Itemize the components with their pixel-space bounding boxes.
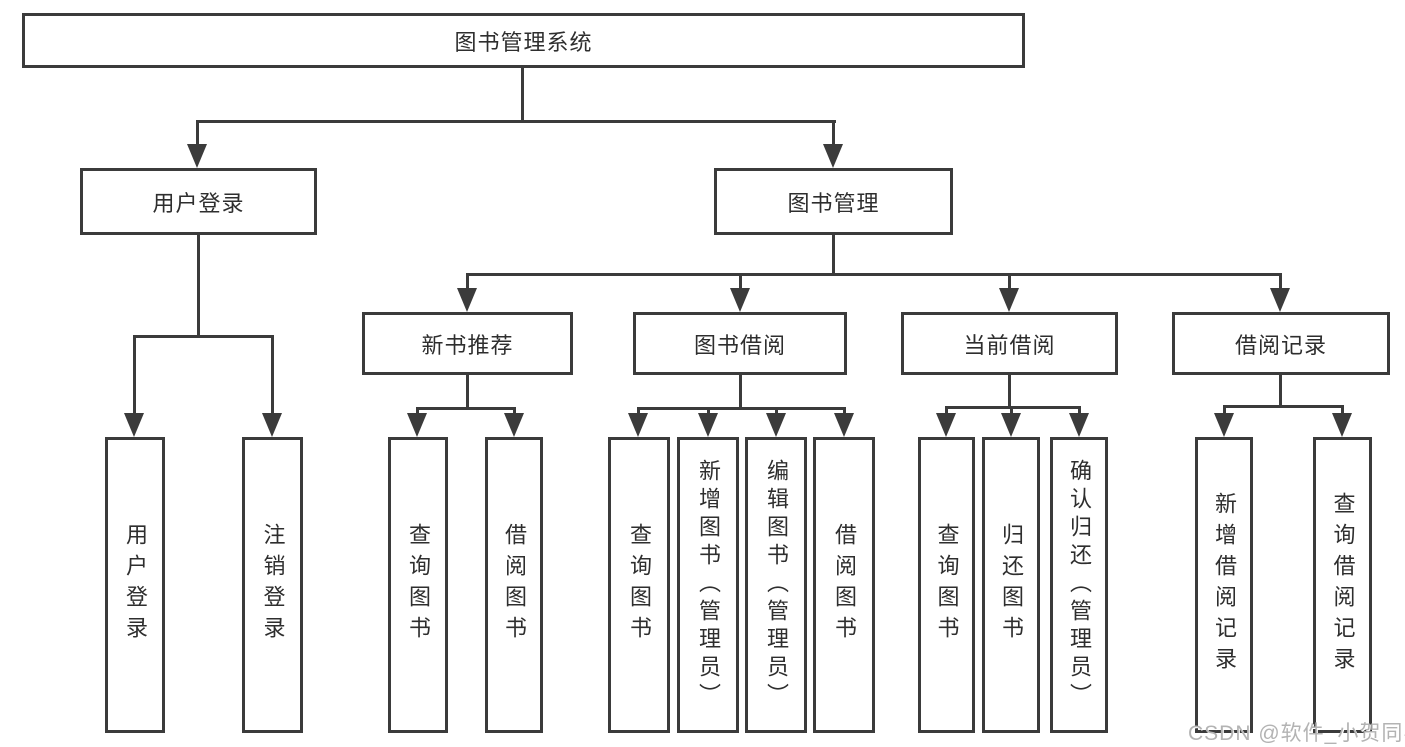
arrow-down-icon xyxy=(1270,288,1290,312)
leaf-node-user-login: 用户登录 xyxy=(105,437,165,733)
connector-line xyxy=(1008,273,1011,298)
leaf-node-borrow-books: 借阅图书 xyxy=(813,437,875,733)
connector-line xyxy=(637,407,846,410)
connector-line xyxy=(416,407,516,410)
leaf-node-query-books: 查询图书 xyxy=(608,437,670,733)
arrow-down-icon xyxy=(262,413,282,437)
connector-line xyxy=(832,120,835,150)
connector-line xyxy=(832,235,835,276)
connector-line xyxy=(133,335,136,420)
leaf-node-query-books: 查询图书 xyxy=(918,437,975,733)
arrow-down-icon xyxy=(407,413,427,437)
leaf-node-add-books-admin: 新增图书（管理员） xyxy=(677,437,739,733)
connector-line xyxy=(196,120,836,123)
csdn-watermark: CSDN @软件_小贺同学 xyxy=(1188,722,1405,745)
group-node-current-borrowing: 当前借阅 xyxy=(901,312,1118,375)
arrow-down-icon xyxy=(1332,413,1352,437)
connector-line xyxy=(196,120,199,150)
connector-line xyxy=(466,273,1282,276)
root-node-library-management-system: 图书管理系统 xyxy=(22,13,1025,68)
arrow-down-icon xyxy=(698,413,718,437)
arrow-down-icon xyxy=(1069,413,1089,437)
connector-line xyxy=(1008,375,1011,409)
leaf-node-query-books: 查询图书 xyxy=(388,437,448,733)
group-node-borrowing-records: 借阅记录 xyxy=(1172,312,1390,375)
arrow-down-icon xyxy=(823,144,843,168)
arrow-down-icon xyxy=(124,413,144,437)
arrow-down-icon xyxy=(1214,413,1234,437)
group-node-book-borrowing: 图书借阅 xyxy=(633,312,847,375)
connector-line xyxy=(271,335,274,420)
arrow-down-icon xyxy=(730,288,750,312)
leaf-node-borrow-books: 借阅图书 xyxy=(485,437,543,733)
connector-line xyxy=(466,273,469,298)
arrow-down-icon xyxy=(187,144,207,168)
branch-node-user-login: 用户登录 xyxy=(80,168,317,235)
connector-line xyxy=(1223,405,1344,408)
group-node-new-book-recommendation: 新书推荐 xyxy=(362,312,573,375)
arrow-down-icon xyxy=(936,413,956,437)
arrow-down-icon xyxy=(999,288,1019,312)
arrow-down-icon xyxy=(628,413,648,437)
leaf-node-confirm-return-admin: 确认归还（管理员） xyxy=(1050,437,1108,733)
connector-line xyxy=(197,235,200,338)
leaf-node-return-books: 归还图书 xyxy=(982,437,1040,733)
connector-line xyxy=(739,273,742,298)
connector-line xyxy=(945,406,1081,409)
connector-line xyxy=(133,335,274,338)
arrow-down-icon xyxy=(504,413,524,437)
leaf-node-edit-books-admin: 编辑图书（管理员） xyxy=(745,437,807,733)
leaf-node-query-borrow-record: 查询借阅记录 xyxy=(1313,437,1372,733)
connector-line xyxy=(1279,375,1282,408)
arrow-down-icon xyxy=(457,288,477,312)
connector-line xyxy=(521,68,524,120)
connector-line xyxy=(739,375,742,410)
leaf-node-add-borrow-record: 新增借阅记录 xyxy=(1195,437,1253,733)
connector-line xyxy=(1279,273,1282,298)
leaf-node-logout: 注销登录 xyxy=(242,437,303,733)
branch-node-book-management: 图书管理 xyxy=(714,168,953,235)
connector-line xyxy=(466,375,469,410)
arrow-down-icon xyxy=(834,413,854,437)
arrow-down-icon xyxy=(1001,413,1021,437)
arrow-down-icon xyxy=(766,413,786,437)
